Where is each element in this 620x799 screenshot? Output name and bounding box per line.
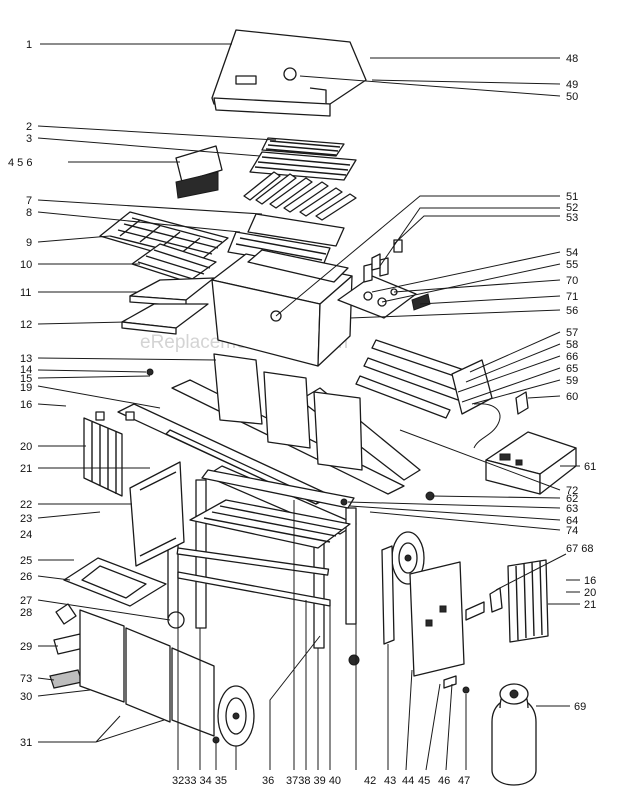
flavorizer-bars: [243, 171, 357, 221]
label-3: 3: [26, 133, 32, 145]
label-7: 7: [26, 195, 32, 207]
label-46: 46: [438, 775, 450, 787]
wheel-right: [391, 531, 425, 585]
door-23: [129, 461, 185, 567]
tray-73: [49, 669, 83, 689]
label-63: 63: [566, 503, 578, 515]
label-62: 62: [566, 493, 578, 505]
label-2: 2: [26, 121, 32, 133]
label-11: 11: [20, 287, 31, 299]
lid: [211, 29, 367, 117]
label-26: 26: [20, 571, 32, 583]
label-15: 15: [20, 373, 32, 385]
label-57: 57: [566, 327, 578, 339]
label-49: 49: [566, 79, 578, 91]
label-71: 71: [566, 291, 578, 303]
label-20-right: 20: [584, 587, 596, 599]
label-50: 50: [566, 91, 578, 103]
label-25: 25: [20, 555, 32, 567]
front-doors: [79, 609, 215, 737]
side-burner-61: [485, 431, 577, 495]
burner-tubes: [355, 339, 501, 449]
side-panel-right: [381, 545, 465, 677]
propane-tank-69: [491, 683, 537, 786]
label-74: 74: [566, 525, 578, 537]
side-panels-upper: [213, 353, 363, 471]
wheel-left: [217, 685, 255, 747]
warming-rack-10: [131, 243, 217, 283]
tray-11: [129, 277, 215, 307]
label-14: 14: [20, 364, 32, 376]
label-54: 54: [566, 247, 578, 259]
label-37-38-39-40: 3738 39 40: [286, 775, 341, 787]
label-47: 47: [458, 775, 470, 787]
label-30: 30: [20, 691, 32, 703]
label-61: 61: [584, 461, 596, 473]
label-22: 22: [20, 499, 32, 511]
label-16: 16: [20, 399, 32, 411]
label-23: 23: [20, 513, 32, 525]
cooking-grate-lower: [249, 151, 357, 181]
bracket-60: [515, 391, 529, 415]
label-31: 31: [20, 737, 32, 749]
leader-lines: [37, 43, 580, 771]
label-45: 45: [418, 775, 430, 787]
label-59: 59: [566, 375, 578, 387]
warming-module: [175, 145, 223, 199]
label-73: 73: [20, 673, 32, 685]
label-52: 52: [566, 202, 578, 214]
label-28: 28: [20, 607, 32, 619]
side-panel-21-right: [507, 559, 549, 643]
label-64: 64: [566, 515, 578, 527]
label-4-5-6: 4 5 6: [8, 157, 32, 169]
label-72: 72: [566, 485, 578, 497]
bottom-shelf: [189, 499, 351, 549]
label-24: 24: [20, 529, 32, 541]
label-56: 56: [566, 305, 578, 317]
label-60: 60: [566, 391, 578, 403]
tray-12: [121, 303, 209, 335]
label-51: 51: [566, 191, 578, 203]
label-1: 1: [26, 39, 32, 51]
label-48: 48: [566, 53, 578, 65]
label-16-right: 16: [584, 575, 596, 587]
label-66: 66: [566, 351, 578, 363]
label-70: 70: [566, 275, 578, 287]
bracket-28: [55, 603, 77, 625]
label-21-right: 21: [584, 599, 596, 611]
drip-pan-26: [63, 557, 167, 607]
part-labels: 1 2 3 4 5 6 7 8 9 10 11 12 13 14 15 19 1…: [8, 39, 596, 787]
label-10: 10: [20, 259, 32, 271]
label-29: 29: [20, 641, 32, 653]
label-12: 12: [20, 319, 32, 331]
cooking-grate-upper: [261, 137, 345, 157]
label-58: 58: [566, 339, 578, 351]
label-21: 21: [20, 463, 32, 475]
label-65: 65: [566, 363, 578, 375]
label-9: 9: [26, 237, 32, 249]
label-19: 19: [20, 382, 32, 394]
hardware-small: [95, 253, 503, 744]
label-36: 36: [262, 775, 274, 787]
label-55: 55: [566, 259, 578, 271]
label-8: 8: [26, 207, 32, 219]
label-44: 44: [402, 775, 414, 787]
label-42: 42: [364, 775, 376, 787]
label-27: 27: [20, 595, 32, 607]
side-panel-21: [83, 417, 123, 497]
label-20: 20: [20, 441, 32, 453]
label-67-68: 67 68: [566, 543, 594, 555]
label-32-33-34-35: 3233 34 35: [172, 775, 227, 787]
front-panel-22: [201, 469, 355, 509]
catch-cup-27: [167, 611, 185, 629]
label-53: 53: [566, 212, 578, 224]
label-13: 13: [20, 353, 32, 365]
label-69: 69: [574, 701, 586, 713]
label-43: 43: [384, 775, 396, 787]
